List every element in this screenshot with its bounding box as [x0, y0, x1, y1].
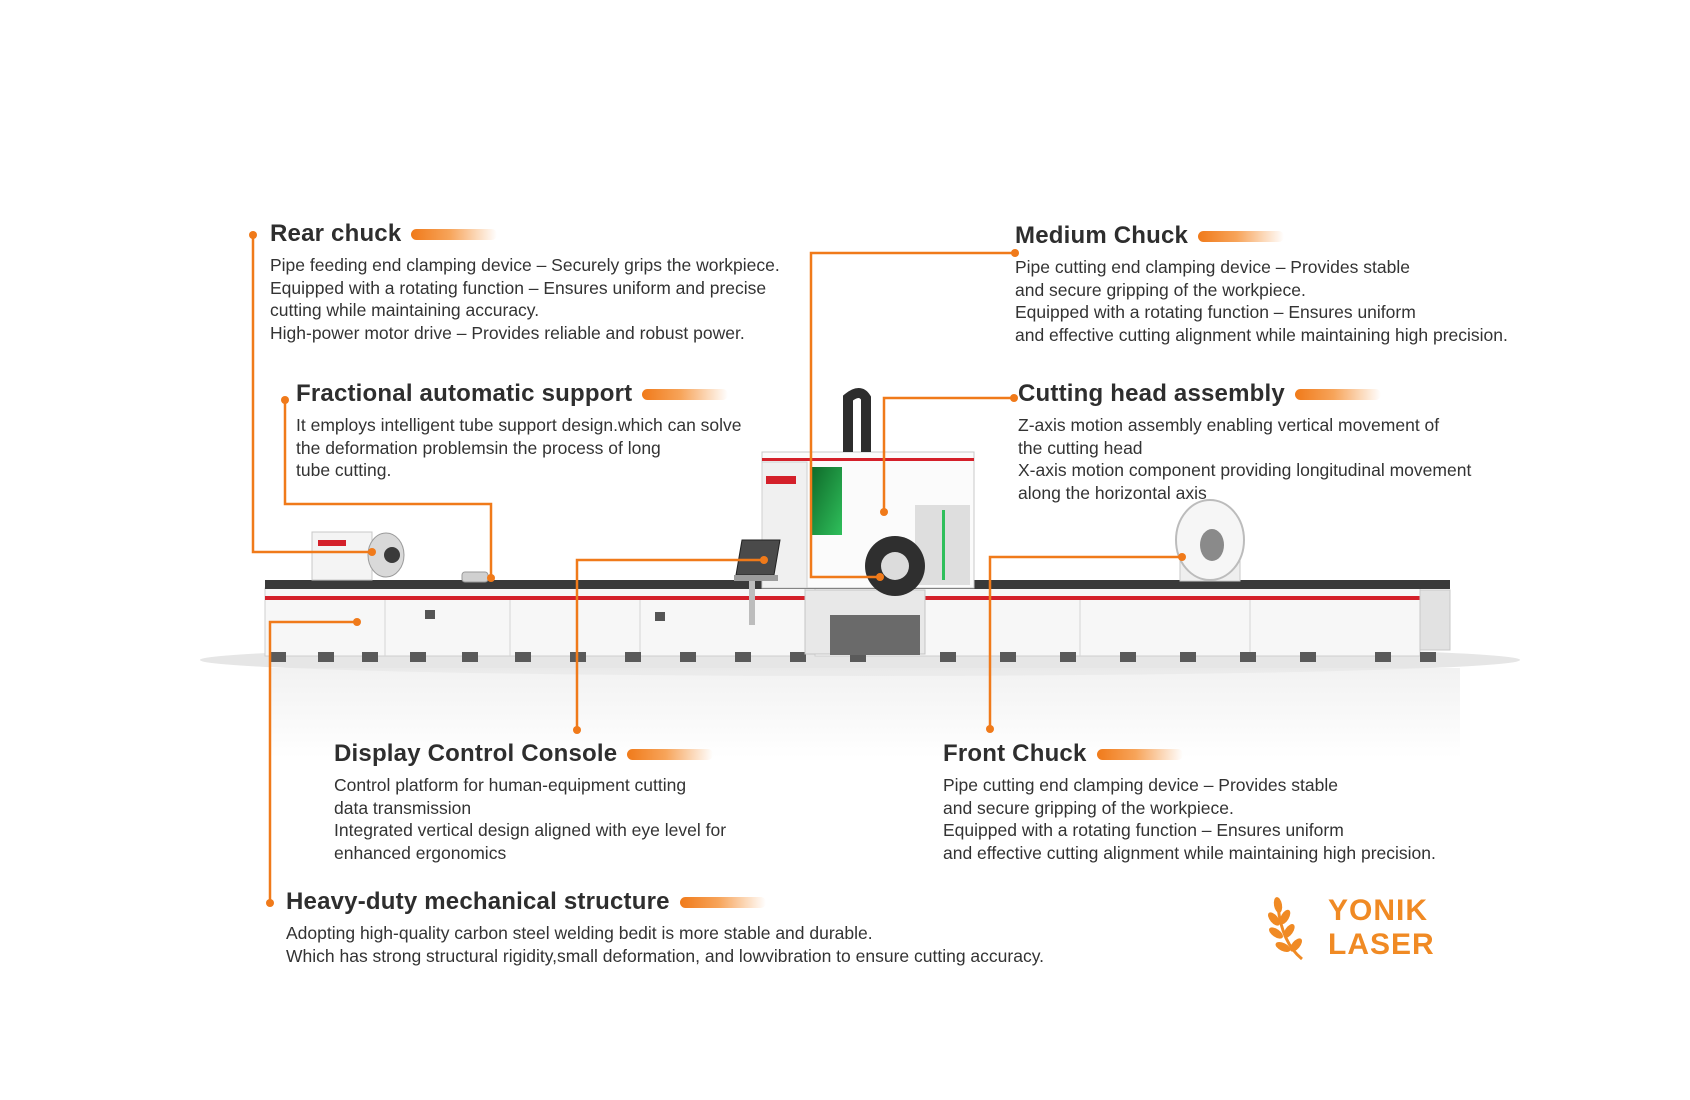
callout-line: enhanced ergonomics: [334, 842, 507, 863]
floor-reflection: [270, 668, 1460, 758]
gantry-brand-plate: [766, 476, 796, 484]
leader-dots: [249, 231, 1186, 907]
leader-display-console: [575, 558, 764, 730]
title-accent-bar: [642, 388, 729, 400]
callout-front-chuck: Front Chuck Pipe cutting end clamping de…: [943, 740, 1436, 864]
callout-line: Integrated vertical design aligned with …: [334, 820, 727, 840]
callout-line: tube cutting.: [296, 460, 392, 480]
bed-label: [655, 612, 665, 621]
callout-line: Equipped with a rotating function – Ensu…: [943, 820, 1344, 840]
title-accent-bar: [1198, 230, 1285, 242]
callout-medium-chuck: Medium Chuck Pipe cutting end clamping d…: [1015, 222, 1508, 346]
callout-heavy-duty: Heavy-duty mechanical structure Adopting…: [286, 888, 1044, 967]
front-chuck-hole: [1200, 529, 1224, 561]
callout-line: Equipped with a rotating function – Ensu…: [270, 277, 767, 298]
gantry-red-stripe: [762, 458, 974, 461]
callout-line: along the horizontal axis: [1018, 482, 1207, 503]
title-accent-bar: [627, 748, 714, 760]
callout-line: Pipe cutting end clamping device – Provi…: [1015, 257, 1410, 277]
callout-title: Heavy-duty mechanical structure: [286, 888, 1044, 916]
callout-line: Adopting high-quality carbon steel weldi…: [286, 923, 873, 943]
wheat-laurel-icon: [1268, 897, 1303, 961]
tube-support: [461, 571, 489, 583]
callout-line: and effective cutting alignment while ma…: [943, 842, 1436, 863]
callout-title: Rear chuck: [270, 220, 780, 248]
callout-fractional-support: Fractional automatic support It employs …: [296, 380, 742, 482]
callout-display-console: Display Control Console Control platform…: [334, 740, 726, 864]
callout-title: Cutting head assembly: [1018, 380, 1471, 408]
brand-logo: YONIK LASER: [1268, 893, 1435, 963]
rear-chuck-jaw: [384, 547, 400, 563]
callout-line: the cutting head: [1018, 437, 1143, 458]
callout-title: Front Chuck: [943, 740, 1436, 768]
rear-chuck-plate: [318, 540, 346, 546]
console-screen: [735, 539, 781, 576]
callout-line: data transmission: [334, 797, 472, 818]
leader-medium-chuck: [809, 251, 1015, 579]
callout-line: and secure gripping of the workpiece.: [943, 797, 1234, 818]
bed-end-cap: [1419, 589, 1451, 651]
brand-line-1: YONIK: [1328, 894, 1429, 927]
callout-line: Pipe cutting end clamping device – Provi…: [943, 775, 1338, 795]
callout-line: cutting while maintaining accuracy.: [270, 300, 540, 320]
callout-line: the deformation problemsin the process o…: [296, 437, 661, 458]
cable-drag-chain: [843, 388, 871, 452]
leader-fractional-support: [283, 400, 493, 578]
medium-chuck-center: [881, 552, 909, 580]
callout-title: Fractional automatic support: [296, 380, 742, 408]
callout-line: X-axis motion component providing longit…: [1018, 460, 1472, 480]
callout-rear-chuck: Rear chuck Pipe feeding end clamping dev…: [270, 220, 780, 344]
leader-cutting-head: [882, 396, 1014, 512]
rear-chuck-body: [311, 531, 373, 581]
bed-label: [425, 610, 435, 619]
gantry-green-light: [942, 510, 945, 580]
brand-wordmark: YONIK LASER: [1328, 894, 1435, 962]
callout-line: and secure gripping of the workpiece.: [1015, 279, 1306, 300]
callout-cutting-head: Cutting head assembly Z-axis motion asse…: [1018, 380, 1471, 504]
callout-line: High-power motor drive – Provides reliab…: [270, 322, 745, 343]
leader-lines: [251, 235, 1182, 903]
gantry-dark-gap: [830, 615, 920, 655]
callout-title: Display Control Console: [334, 740, 726, 768]
callout-line: It employs intelligent tube support desi…: [296, 415, 742, 435]
callout-line: Equipped with a rotating function – Ensu…: [1015, 302, 1416, 322]
brand-line-2: LASER: [1328, 928, 1435, 961]
cutting-head-window: [812, 467, 842, 535]
callout-line: and effective cutting alignment while ma…: [1015, 324, 1508, 345]
callout-title: Medium Chuck: [1015, 222, 1508, 250]
console-keyboard: [734, 575, 778, 581]
bed-panel-seams: [384, 600, 1251, 656]
title-accent-bar: [679, 896, 766, 908]
title-accent-bar: [411, 228, 498, 240]
title-accent-bar: [1096, 748, 1183, 760]
callout-line: Z-axis motion assembly enabling vertical…: [1018, 415, 1440, 435]
leader-heavy-duty: [268, 620, 357, 903]
leader-rear-chuck: [251, 235, 372, 554]
callout-line: Pipe feeding end clamping device – Secur…: [270, 255, 780, 275]
leader-front-chuck: [988, 555, 1182, 729]
title-accent-bar: [1294, 388, 1381, 400]
callout-line: Control platform for human-equipment cut…: [334, 775, 687, 795]
callout-line: Which has strong structural rigidity,sma…: [286, 945, 1045, 966]
